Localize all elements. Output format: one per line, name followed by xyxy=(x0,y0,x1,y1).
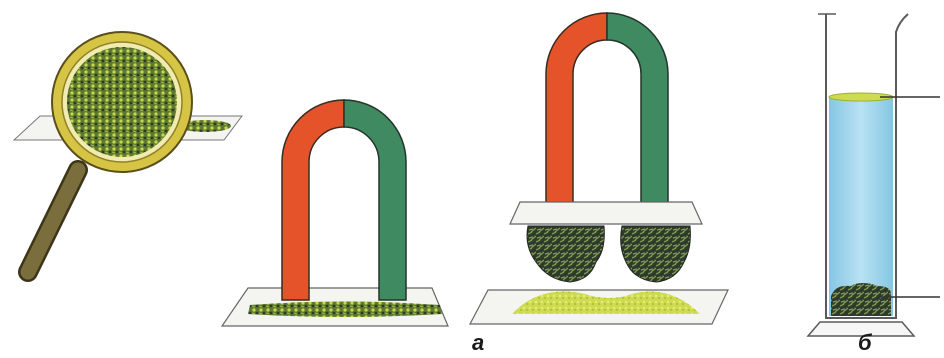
cylinder-scene xyxy=(808,14,940,336)
caption-b: б xyxy=(858,332,872,354)
horseshoe-magnet-icon xyxy=(282,100,406,300)
paper-sheet-lifted xyxy=(510,202,702,224)
iron-sediment xyxy=(831,283,891,316)
mixture-strip xyxy=(248,302,442,318)
magnet-lifted-scene xyxy=(470,13,728,324)
magnet-on-mixture-scene xyxy=(222,100,448,326)
horseshoe-magnet-icon xyxy=(546,13,668,214)
iron-filings-cluster xyxy=(527,226,604,282)
magnified-mixture xyxy=(67,47,177,157)
caption-a: а xyxy=(472,332,484,354)
magnifier-scene xyxy=(14,32,242,272)
iron-filings-cluster xyxy=(621,226,691,282)
